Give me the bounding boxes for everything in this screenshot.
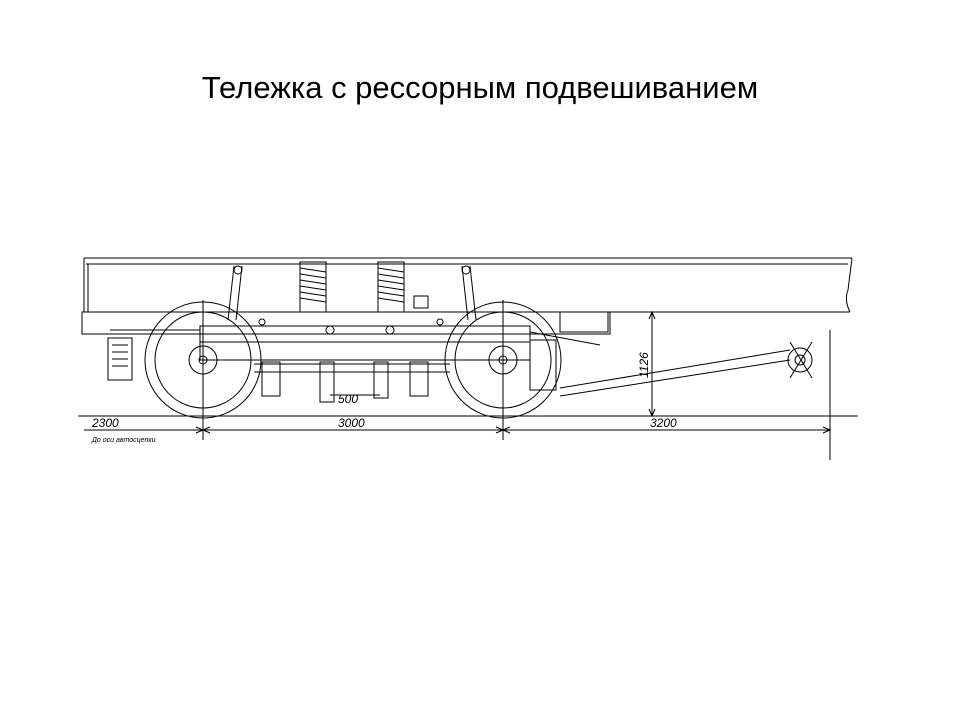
- dim-3200: 3200: [650, 416, 677, 430]
- coupler-rod: [559, 341, 813, 397]
- dim-2300: 2300: [91, 416, 119, 430]
- dim-2300-note: До оси автосцепки: [91, 437, 156, 444]
- dim-3000: 3000: [338, 416, 365, 430]
- dimension-lines: [84, 300, 832, 460]
- spring-hangers: [227, 265, 477, 321]
- central-springs: [299, 261, 429, 313]
- underframe-details: [107, 318, 557, 403]
- slide-title: Тележка с рессорным подвешиванием: [201, 70, 759, 105]
- dim-500: 500: [338, 392, 358, 406]
- dim-1126: 1126: [637, 352, 651, 378]
